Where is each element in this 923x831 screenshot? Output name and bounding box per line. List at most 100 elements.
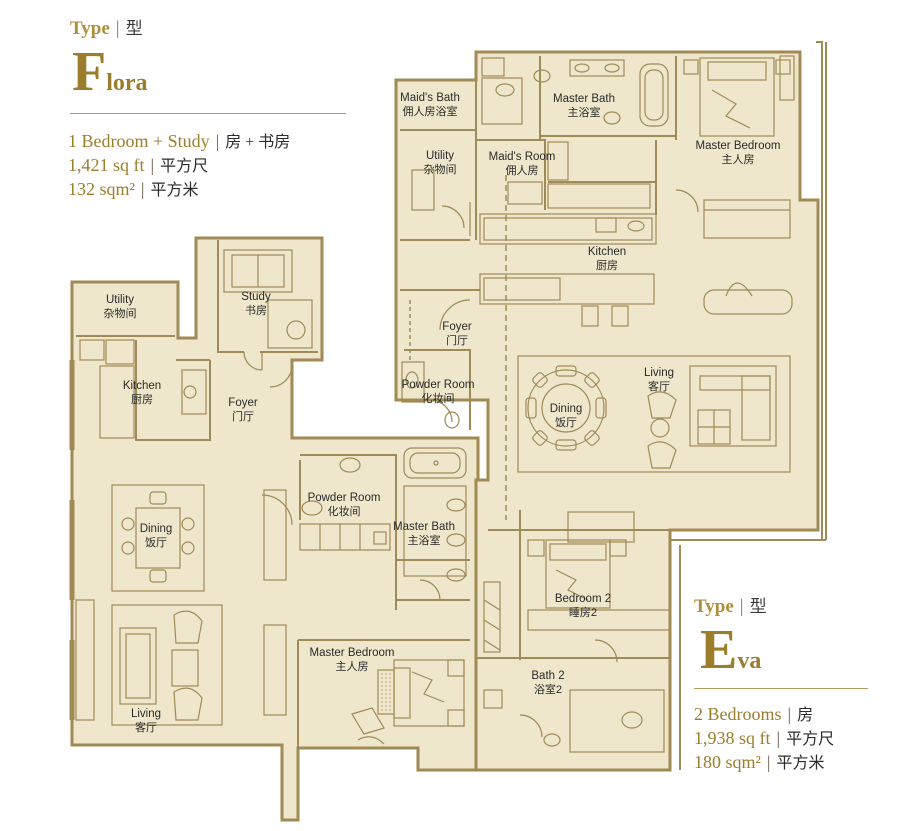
room-name-cn: 主人房 bbox=[335, 661, 369, 673]
room-label-flora-powder-room: Powder Room 化妆间 bbox=[308, 491, 381, 519]
flora-spec-en: 132 sqm² bbox=[68, 179, 135, 199]
room-label-eva-powder-room: Powder Room 化妆间 bbox=[402, 378, 475, 406]
room-name-cn: 书房 bbox=[244, 305, 267, 317]
room-name-cn: 佣人房 bbox=[505, 165, 539, 177]
flora-specs: 1 Bedroom + Study|房 + 书房 1,421 sq ft|平方尺… bbox=[68, 130, 290, 202]
flora-type-heading: Type| 型 bbox=[70, 14, 143, 40]
eva-spec-en: 1,938 sq ft bbox=[694, 728, 771, 748]
room-name-cn: 厨房 bbox=[595, 260, 618, 272]
room-name-en: Dining bbox=[549, 403, 583, 415]
room-label-flora-living: Living 客厅 bbox=[131, 707, 161, 735]
room-name-en: Maid's Room bbox=[488, 151, 556, 163]
eva-type-label: Type bbox=[694, 596, 734, 617]
room-name-en: Kitchen bbox=[587, 246, 627, 258]
room-name-cn: 杂物间 bbox=[103, 308, 137, 320]
room-name-en: Foyer bbox=[228, 397, 258, 409]
room-label-eva-utility: Utility 杂物间 bbox=[424, 149, 457, 177]
room-label-flora-dining: Dining 饭厅 bbox=[140, 522, 173, 550]
room-name-cn: 饭厅 bbox=[554, 417, 577, 429]
eva-furniture bbox=[401, 55, 795, 753]
eva-name-initial: E bbox=[700, 619, 738, 681]
flora-unit-name: Flora bbox=[72, 44, 148, 100]
room-name-cn: 客厅 bbox=[135, 722, 157, 734]
room-name-cn: 主浴室 bbox=[407, 535, 441, 547]
room-label-flora-master-bedroom: Master Bedroom 主人房 bbox=[309, 646, 394, 674]
flora-spec-row: 1 Bedroom + Study| 房 + 书房 bbox=[68, 130, 290, 154]
separator: | bbox=[776, 728, 781, 748]
eva-specs: 2 Bedrooms|房 1,938 sq ft|平方尺 180 sqm²|平方… bbox=[694, 703, 834, 775]
separator: | bbox=[140, 179, 145, 199]
eva-name-rest: va bbox=[737, 648, 762, 674]
room-name-cn: 化妆间 bbox=[327, 506, 361, 518]
flora-spec-row: 1,421 sq ft| 平方尺 bbox=[68, 154, 290, 178]
room-name-cn: 主浴室 bbox=[567, 107, 601, 119]
eva-divider bbox=[694, 688, 868, 689]
room-label-flora-study: Study 书房 bbox=[241, 290, 270, 318]
room-label-flora-foyer: Foyer 门厅 bbox=[228, 396, 257, 424]
flora-type-cn: 型 bbox=[125, 19, 143, 38]
room-name-en: Powder Room bbox=[307, 492, 381, 504]
separator: | bbox=[766, 752, 771, 772]
room-name-en: Living bbox=[130, 708, 162, 720]
room-name-cn: 门厅 bbox=[232, 411, 254, 423]
room-label-eva-dining: Dining 饭厅 bbox=[550, 402, 583, 430]
eva-unit-name: Eva bbox=[700, 622, 761, 678]
eva-type-heading: Type| 型 bbox=[694, 592, 767, 618]
flora-divider bbox=[70, 113, 346, 114]
eva-spec-row: 2 Bedrooms|房 bbox=[694, 703, 834, 727]
flora-furniture bbox=[75, 249, 467, 745]
separator: | bbox=[150, 155, 155, 175]
eva-type-cn: 型 bbox=[749, 597, 767, 616]
room-name-cn: 杂物间 bbox=[423, 164, 457, 176]
separator: | bbox=[787, 704, 792, 724]
room-name-en: Powder Room bbox=[401, 379, 475, 391]
eva-unit bbox=[394, 50, 820, 772]
flora-spec-en: 1 Bedroom + Study bbox=[68, 131, 210, 151]
room-label-flora-master-bath: Master Bath 主浴室 bbox=[393, 520, 455, 548]
room-label-eva-bath-2: Bath 2 浴室2 bbox=[531, 669, 564, 697]
room-name-en: Master Bedroom bbox=[309, 647, 395, 659]
room-name-en: Maid's Bath bbox=[400, 92, 460, 104]
eva-spec-en: 180 sqm² bbox=[694, 752, 761, 772]
eva-spec-row: 1,938 sq ft| 平方尺 bbox=[694, 727, 834, 751]
flora-spec-cn: 平方尺 bbox=[160, 158, 209, 175]
room-label-eva-kitchen: Kitchen 厨房 bbox=[588, 245, 626, 273]
room-name-cn: 饭厅 bbox=[144, 537, 167, 549]
separator: | bbox=[215, 131, 220, 151]
eva-spec-cn: 平方米 bbox=[776, 755, 825, 772]
room-name-cn: 浴室2 bbox=[533, 684, 563, 696]
room-name-en: Utility bbox=[105, 294, 135, 306]
room-name-cn: 客厅 bbox=[648, 381, 670, 393]
room-label-flora-utility: Utility 杂物间 bbox=[104, 293, 137, 321]
room-name-en: Master Bedroom bbox=[695, 140, 781, 152]
flora-spec-cn: 平方米 bbox=[150, 182, 199, 199]
separator: | bbox=[115, 18, 120, 39]
separator: | bbox=[739, 596, 744, 617]
flora-spec-cn: 房 + 书房 bbox=[225, 134, 291, 151]
flora-interior-walls bbox=[69, 240, 470, 748]
room-name-en: Study bbox=[241, 291, 271, 303]
eva-spec-cn: 房 bbox=[797, 707, 814, 724]
room-name-en: Bath 2 bbox=[531, 670, 565, 682]
flora-type-label: Type bbox=[70, 18, 110, 39]
room-name-en: Bedroom 2 bbox=[554, 593, 612, 605]
eva-spec-cn: 平方尺 bbox=[786, 731, 835, 748]
flora-name-rest: lora bbox=[106, 70, 148, 96]
room-name-en: Master Bath bbox=[393, 521, 455, 533]
room-name-en: Utility bbox=[425, 150, 455, 162]
room-name-en: Kitchen bbox=[122, 380, 162, 392]
flora-spec-en: 1,421 sq ft bbox=[68, 155, 145, 175]
flora-spec-row: 132 sqm²| 平方米 bbox=[68, 178, 290, 202]
flora-unit bbox=[70, 236, 480, 822]
room-name-cn: 化妆间 bbox=[421, 393, 455, 405]
room-name-en: Dining bbox=[139, 523, 173, 535]
